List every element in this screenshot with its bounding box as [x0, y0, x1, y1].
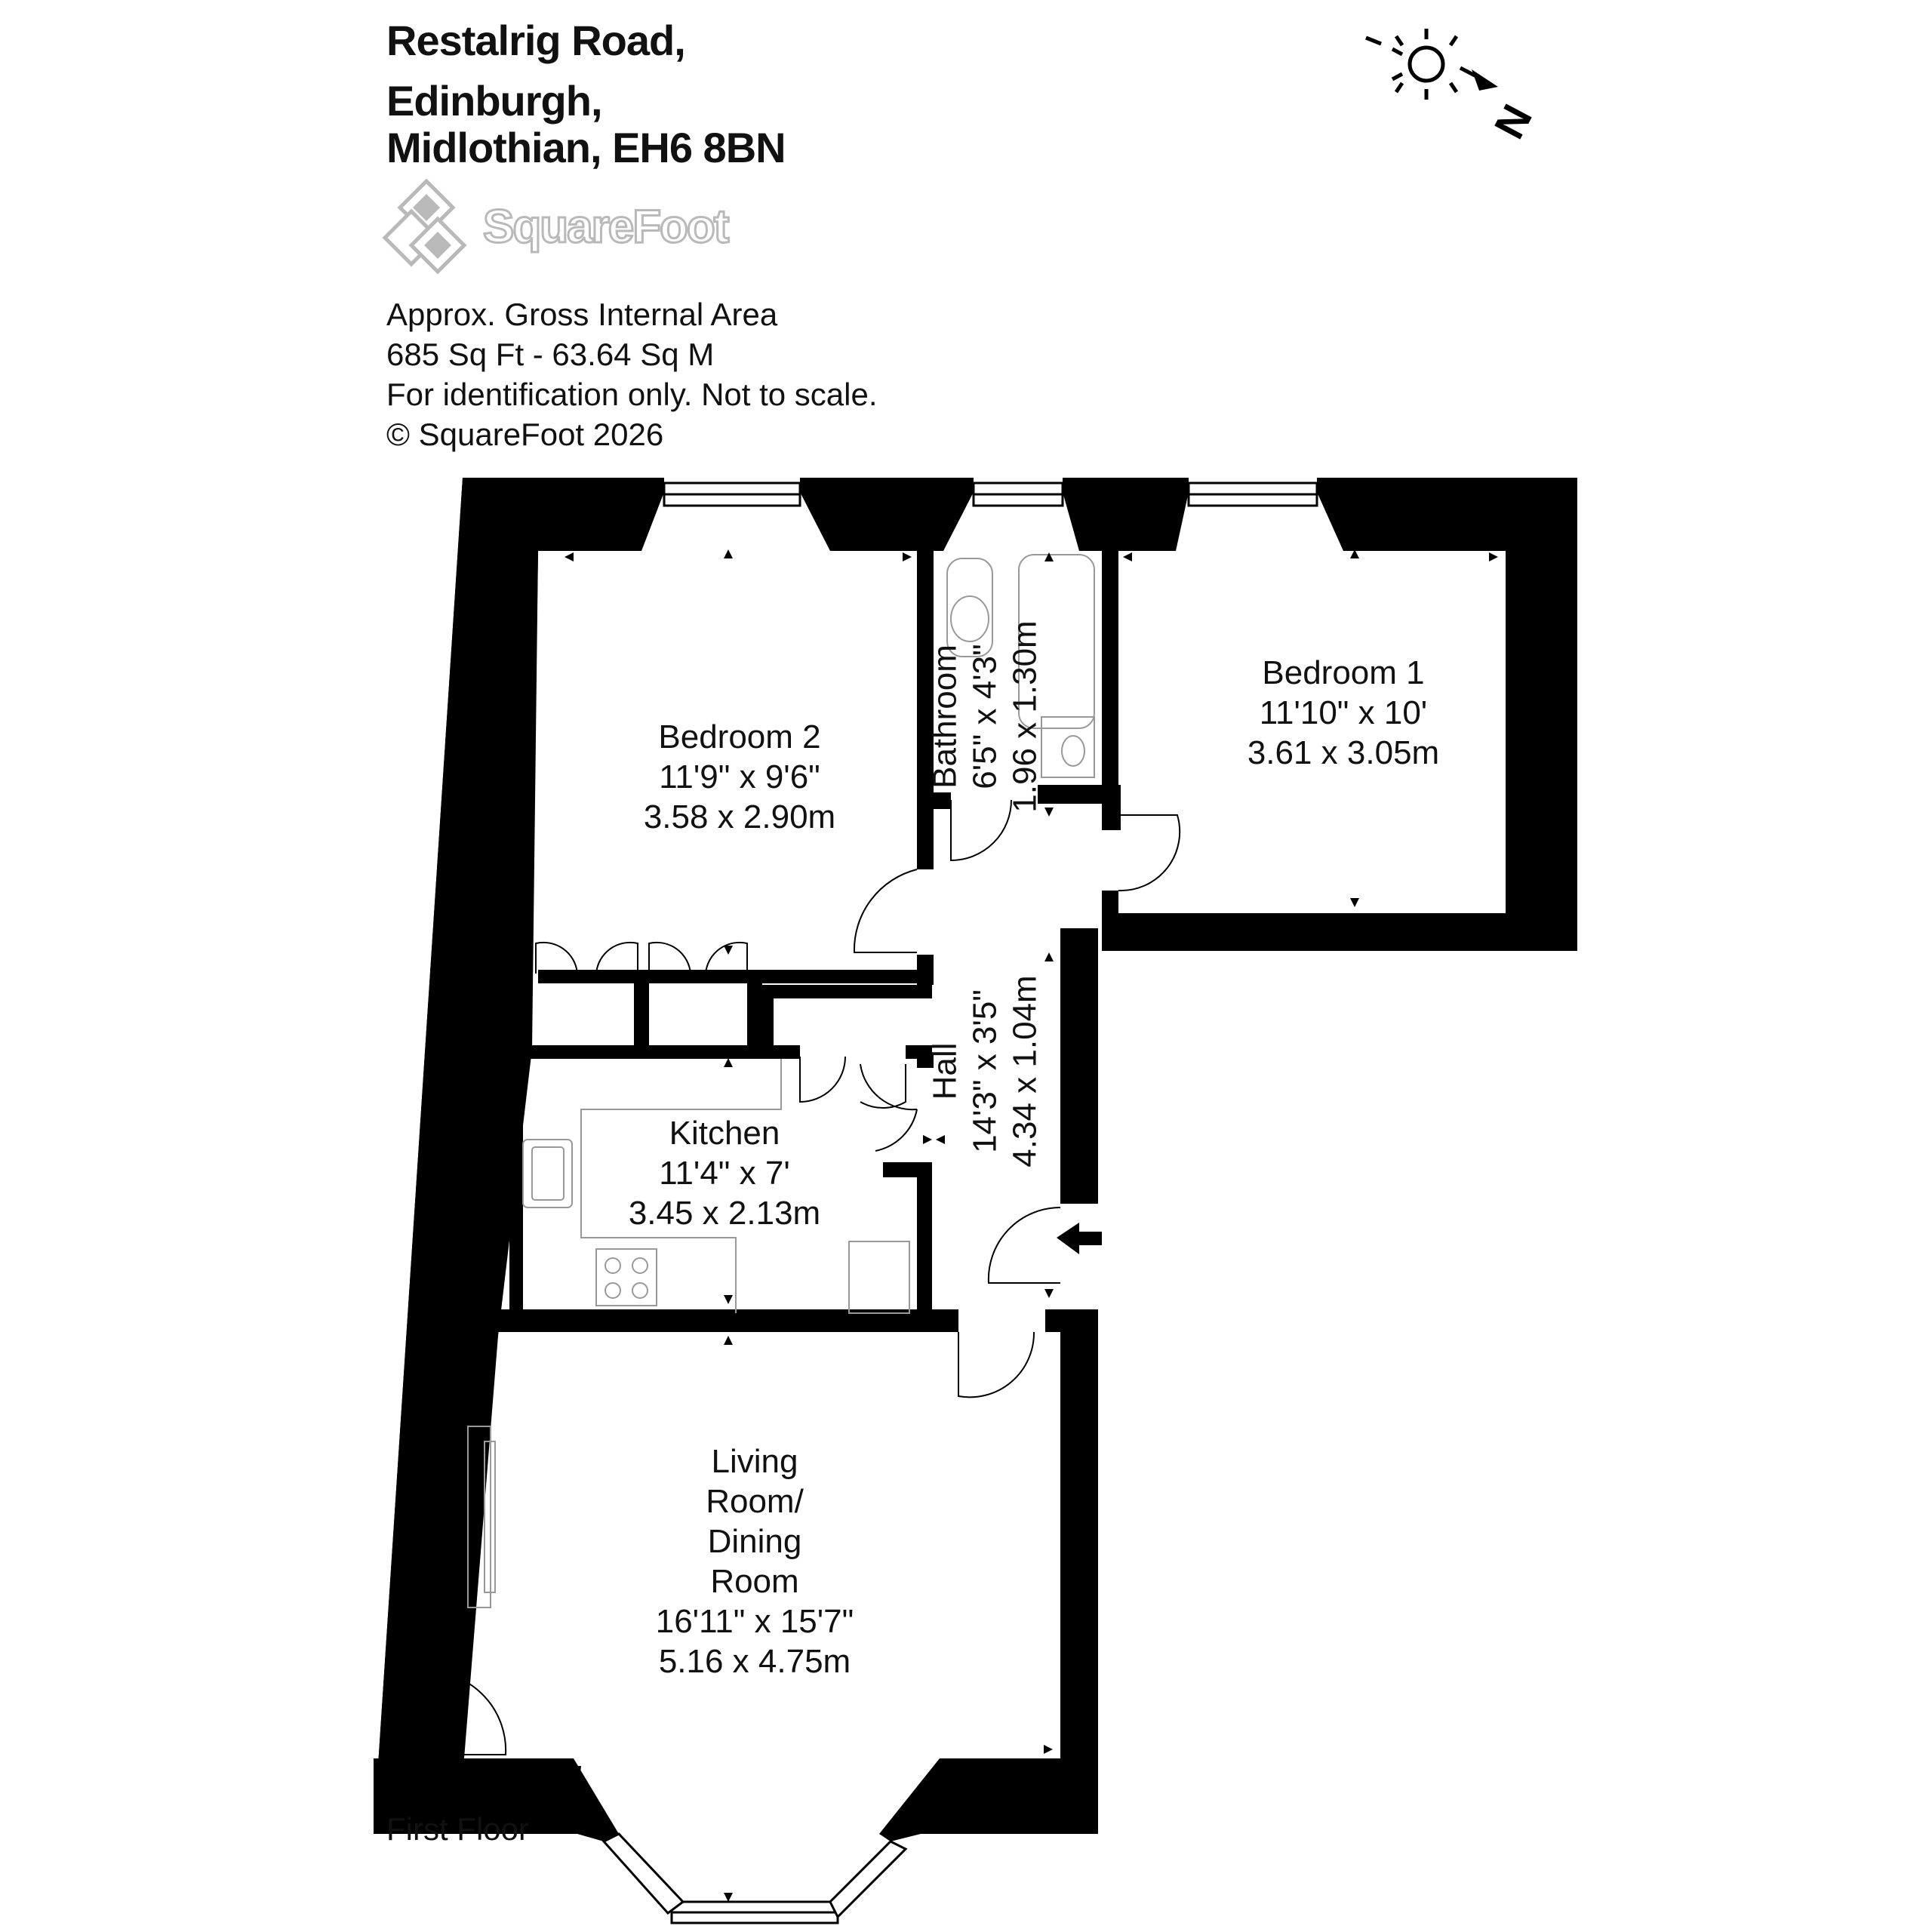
hall-name: Hall [926, 1042, 964, 1100]
kitchen-metric: 3.45 x 2.13m [628, 1195, 821, 1232]
walls [374, 478, 1577, 1841]
disclaimer: For identification only. Not to scale. [386, 377, 878, 412]
room-living-dining: Living Room/ Dining Room 16'11" x 15'7" … [634, 1441, 875, 1681]
kitchen-name: Kitchen [669, 1115, 780, 1152]
bedroom-2-name: Bedroom 2 [658, 718, 821, 755]
bathtub [1018, 554, 1095, 729]
area-label: Approx. Gross Internal Area [386, 297, 778, 332]
logo-text: SquareFoot [481, 200, 730, 254]
hob [595, 1248, 657, 1306]
floor-label: First Floor [386, 1811, 529, 1847]
bathroom-name: Bathroom [926, 645, 964, 789]
room-kitchen: Kitchen 11'4" x 7' 3.45 x 2.13m [604, 1113, 845, 1233]
worktop [580, 1059, 782, 1313]
area-value: 685 Sq Ft - 63.64 Sq M [386, 337, 715, 372]
bedroom-1-imperial: 11'10" x 10' [1259, 694, 1428, 731]
bedroom-2-metric: 3.58 x 2.90m [643, 798, 836, 835]
address-line-1: Restalrig Road, [386, 17, 686, 64]
hall-imperial: 14'3" x 3'5" [966, 989, 1004, 1153]
living-name-4: Room [710, 1563, 799, 1600]
fixtures [467, 554, 1095, 1608]
kitchen-imperial: 11'4" x 7' [659, 1155, 790, 1192]
squarefoot-logo-icon [382, 178, 467, 275]
north-arrow-icon [1472, 69, 1498, 91]
squarefoot-logo: SquareFoot [381, 177, 758, 283]
living-name-1: Living [711, 1443, 798, 1480]
room-bathroom: Bathroom 6'5" x 4'3" 1.96 x 1.30m [925, 619, 1045, 815]
bedroom-1-metric: 3.61 x 3.05m [1247, 734, 1440, 771]
windows [601, 481, 1318, 1924]
living-name-2: Room/ [706, 1483, 804, 1520]
door-swings [418, 799, 1181, 1755]
address-line-3: Midlothian, EH6 8BN [386, 124, 786, 171]
bathroom-metric: 1.96 x 1.30m [1006, 620, 1044, 813]
dimension-markers [449, 549, 1498, 1902]
copyright: © SquareFoot 2026 [386, 417, 664, 452]
bathroom-imperial: 6'5" x 4'3" [966, 644, 1004, 789]
hall-metric: 4.34 x 1.04m [1006, 975, 1044, 1168]
sink [522, 1139, 573, 1208]
toilet [946, 558, 993, 657]
room-bedroom-2: Bedroom 2 11'9" x 9'6" 3.58 x 2.90m [619, 717, 860, 837]
living-metric: 5.16 x 4.75m [658, 1643, 851, 1680]
bedroom-1-name: Bedroom 1 [1262, 654, 1425, 691]
fireplace [467, 1426, 491, 1608]
basin [1041, 716, 1095, 778]
address-line-2: Edinburgh, [386, 77, 603, 125]
living-imperial: 16'11" x 15'7" [655, 1603, 854, 1640]
room-bedroom-1: Bedroom 1 11'10" x 10' 3.61 x 3.05m [1223, 653, 1464, 773]
room-hall: Hall 14'3" x 3'5" 4.34 x 1.04m [925, 974, 1045, 1170]
entrance-arrow-icon [1057, 1223, 1102, 1254]
living-name-3: Dining [707, 1523, 802, 1560]
bedroom-2-imperial: 11'9" x 9'6" [659, 758, 820, 795]
compass: N [1365, 29, 1541, 146]
